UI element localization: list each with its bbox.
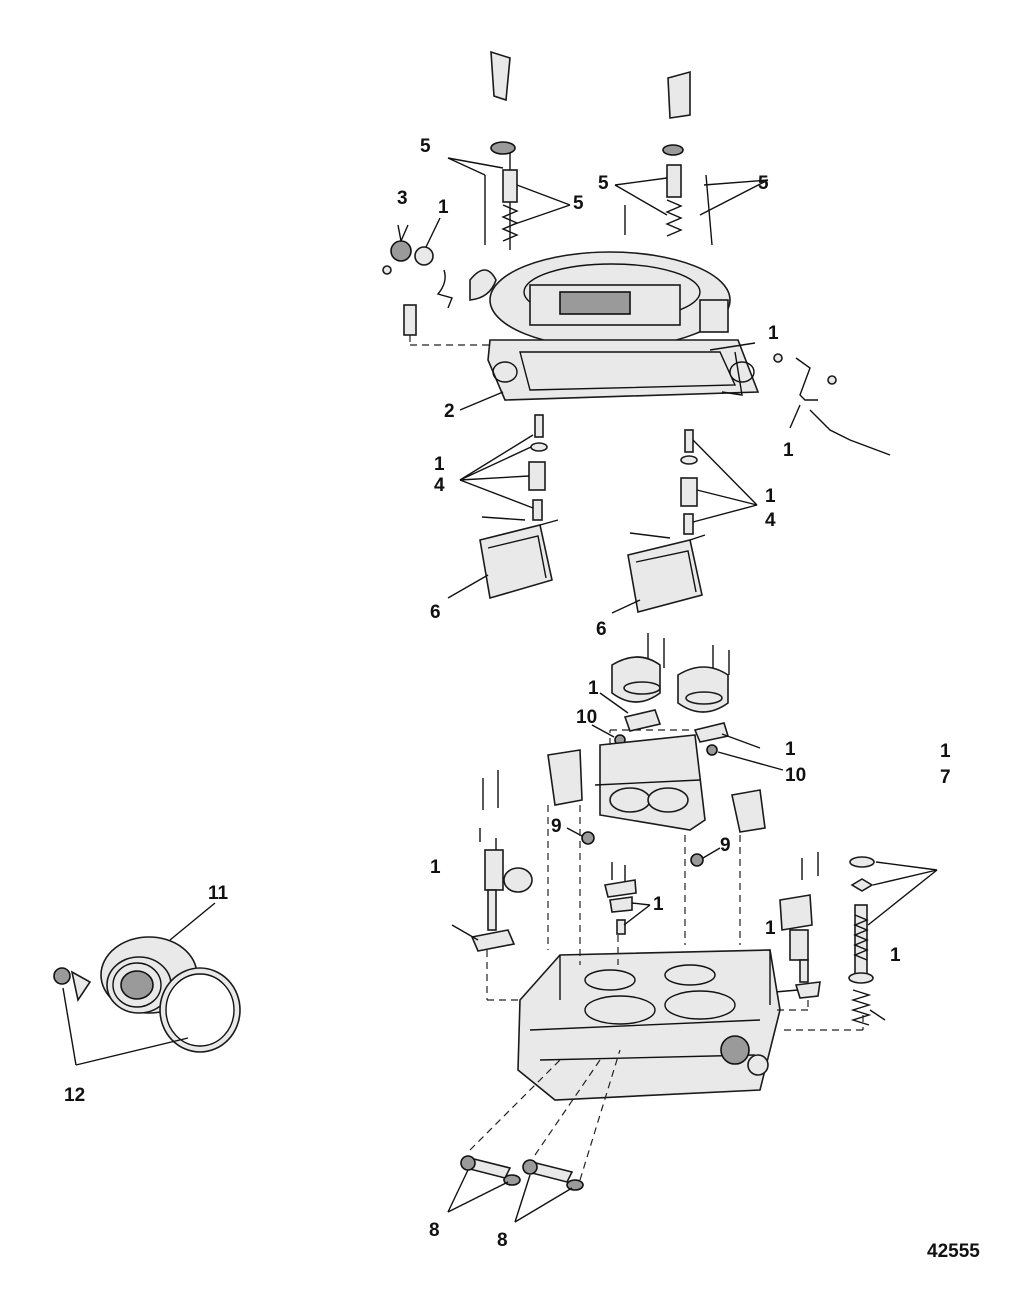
figure-id: 42555 (927, 1241, 980, 1262)
pump-rod-left (484, 849, 504, 891)
choke-lever (469, 269, 497, 301)
callout-1: 1 (785, 739, 796, 760)
callout-2: 2 (444, 401, 455, 422)
callout-6: 6 (596, 619, 607, 640)
hanger-left (547, 749, 583, 806)
callout-4: 4 (765, 510, 776, 531)
washer-top (849, 856, 875, 868)
bushing (390, 240, 412, 262)
retainer-clip-right (662, 144, 684, 156)
pump-gasket-left (470, 929, 516, 952)
callout-5: 5 (420, 136, 431, 157)
seal-star (850, 878, 874, 892)
callout-1: 1 (940, 741, 951, 762)
choke-plate-right (667, 70, 691, 119)
power-valve-left (528, 461, 546, 491)
callout-9: 9 (551, 816, 562, 837)
callout-1: 1 (438, 197, 449, 218)
callout-8: 8 (497, 1230, 508, 1251)
callout-12: 12 (64, 1085, 85, 1106)
float-left (479, 524, 553, 600)
callout-9: 9 (720, 835, 731, 856)
gasket-small-right (693, 722, 730, 743)
callout-11: 11 (208, 883, 229, 904)
jet-left (581, 831, 595, 845)
callout-1: 1 (783, 440, 794, 461)
plug-right (706, 744, 718, 756)
step-up-piston-cover-left (611, 656, 661, 703)
pump-rod-right (789, 929, 809, 961)
callout-10: 10 (576, 707, 597, 728)
callout-1: 1 (434, 454, 445, 475)
step-up-piston-cover-right (677, 666, 729, 713)
gasket-small-left (623, 709, 662, 732)
callout-1: 1 (588, 678, 599, 699)
air-horn-assembly (382, 50, 891, 456)
washer (414, 246, 434, 266)
callout-5: 5 (758, 173, 769, 194)
callout-10: 10 (785, 765, 806, 786)
idle-mixture-screws (447, 1049, 621, 1223)
callout-5: 5 (598, 173, 609, 194)
callout-1: 1 (890, 945, 901, 966)
nut-washer (70, 970, 92, 1003)
needle-valve-left (502, 169, 518, 203)
jet-right (690, 853, 704, 867)
flame-arrestor-assembly (53, 902, 241, 1066)
float-assembly (447, 414, 758, 614)
callout-1: 1 (653, 894, 664, 915)
callout-7: 7 (940, 767, 951, 788)
choke-plate-left (490, 50, 511, 102)
step-up-assembly (451, 633, 938, 1026)
callout-1: 1 (765, 486, 776, 507)
gasket (487, 339, 760, 401)
wing-nut (53, 967, 71, 985)
callout-1: 1 (430, 857, 441, 878)
main-body (486, 805, 864, 1101)
callout-3: 3 (397, 188, 408, 209)
power-valve-right (680, 477, 698, 507)
callout-5: 5 (573, 193, 584, 214)
callout-8: 8 (429, 1220, 440, 1241)
retainer-clip-left (490, 141, 516, 155)
callout-4: 4 (434, 475, 445, 496)
float-right (627, 539, 703, 613)
needle-valve-right (666, 164, 682, 198)
callout-labels: 5 5 5 5 3 1 1 2 1 1 4 1 4 6 6 1 10 1 10 … (64, 136, 980, 1262)
callout-1: 1 (765, 918, 776, 939)
callout-1: 1 (768, 323, 779, 344)
callout-6: 6 (430, 602, 441, 623)
hanger-right (731, 789, 766, 833)
